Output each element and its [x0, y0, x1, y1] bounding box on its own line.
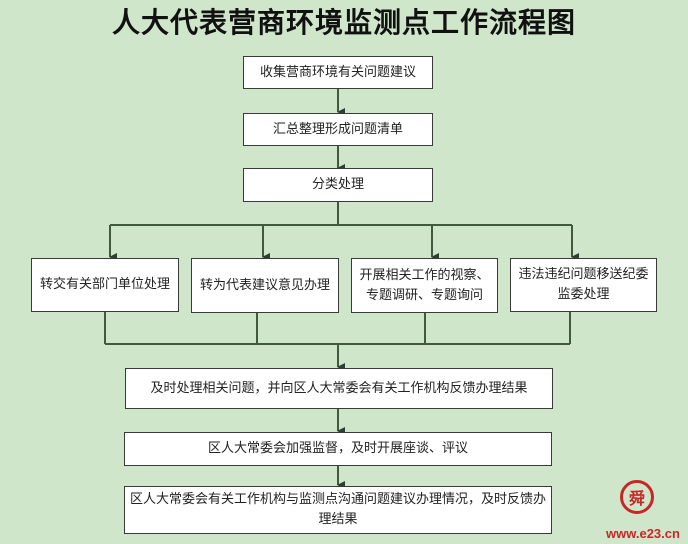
step-label: 及时处理相关问题，并向区人大常委会有关工作机构反馈办理结果	[150, 380, 528, 396]
step-label: 汇总整理形成问题清单	[272, 121, 403, 137]
seal-icon: 舜	[620, 480, 654, 514]
step-classify: 分类处理	[243, 168, 433, 202]
step-handle-and-feedback: 及时处理相关问题，并向区人大常委会有关工作机构反馈办理结果	[125, 368, 553, 409]
step-label: 区人大常委会加强监督，及时开展座谈、评议	[207, 441, 468, 456]
step-label: 区人大常委会有关工作机构与监测点沟通问题建议办理情况，及时反馈办理结果	[129, 492, 546, 527]
branch-transfer-departments: 转交有关部门单位处理	[31, 258, 179, 312]
step-label: 收集营商环境有关问题建议	[259, 64, 416, 80]
branch-discipline-referral: 违法违纪问题移送纪委监委处理	[510, 258, 657, 312]
step-supervision-review: 区人大常委会加强监督，及时开展座谈、评议	[124, 432, 552, 466]
branch-inspection-research: 开展相关工作的视察、专题调研、专题询问	[351, 258, 498, 313]
branch-label: 违法违纪问题移送纪委监委处理	[518, 267, 649, 302]
branch-deputy-suggestions: 转为代表建议意见办理	[191, 258, 339, 313]
step-label: 分类处理	[311, 177, 364, 192]
page-title: 人大代表营商环境监测点工作流程图	[111, 6, 576, 39]
step-compile-issue-list: 汇总整理形成问题清单	[243, 113, 433, 146]
branch-label: 开展相关工作的视察、专题调研、专题询问	[359, 267, 490, 303]
step-collect-suggestions: 收集营商环境有关问题建议	[243, 56, 433, 89]
branch-label: 转交有关部门单位处理	[39, 277, 170, 292]
watermark-url: www.e23.cn	[606, 526, 680, 541]
watermark-logo: 舜 www.e23.cn	[606, 478, 686, 544]
branch-label: 转为代表建议意见办理	[199, 277, 330, 293]
step-communicate-results: 区人大常委会有关工作机构与监测点沟通问题建议办理情况，及时反馈办理结果	[124, 486, 552, 534]
